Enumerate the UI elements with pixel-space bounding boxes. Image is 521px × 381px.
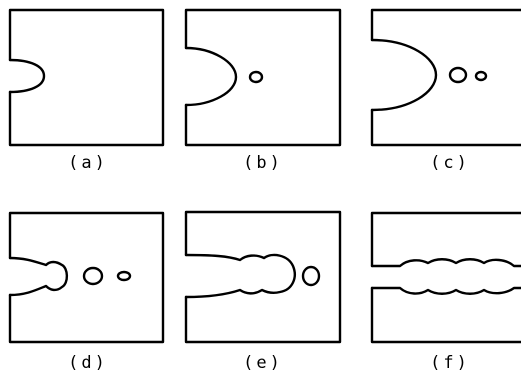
panel-c-label: (c) <box>400 153 500 173</box>
panel-e-crack <box>186 255 295 297</box>
panel-e <box>186 212 340 342</box>
panel-a-crack <box>10 60 44 92</box>
panel-d-void-1 <box>84 268 102 284</box>
panel-e-frame <box>186 212 340 342</box>
panel-c <box>372 10 521 145</box>
panel-b-crack <box>186 48 236 105</box>
panel-a-label: (a) <box>38 153 138 173</box>
panel-d <box>10 213 163 342</box>
panel-c-void-2 <box>476 72 486 80</box>
panel-f <box>372 213 521 342</box>
panel-f-crack <box>372 259 521 294</box>
panel-d-void-2 <box>118 272 130 280</box>
panel-d-crack <box>10 258 67 295</box>
panel-e-void-1 <box>303 267 319 285</box>
panel-c-void-1 <box>450 68 466 82</box>
panel-a <box>10 10 163 145</box>
panel-a-frame <box>10 10 163 145</box>
panel-e-label: (e) <box>213 353 313 373</box>
panel-b-void-1 <box>250 72 262 82</box>
panel-c-crack <box>372 40 436 110</box>
panel-b <box>186 10 340 145</box>
panel-c-frame <box>372 10 521 145</box>
panel-d-frame <box>10 213 163 342</box>
panel-d-label: (d) <box>38 353 138 373</box>
panel-b-label: (b) <box>213 153 313 173</box>
panel-f-frame <box>372 213 521 342</box>
panel-f-label: (f) <box>400 353 500 373</box>
